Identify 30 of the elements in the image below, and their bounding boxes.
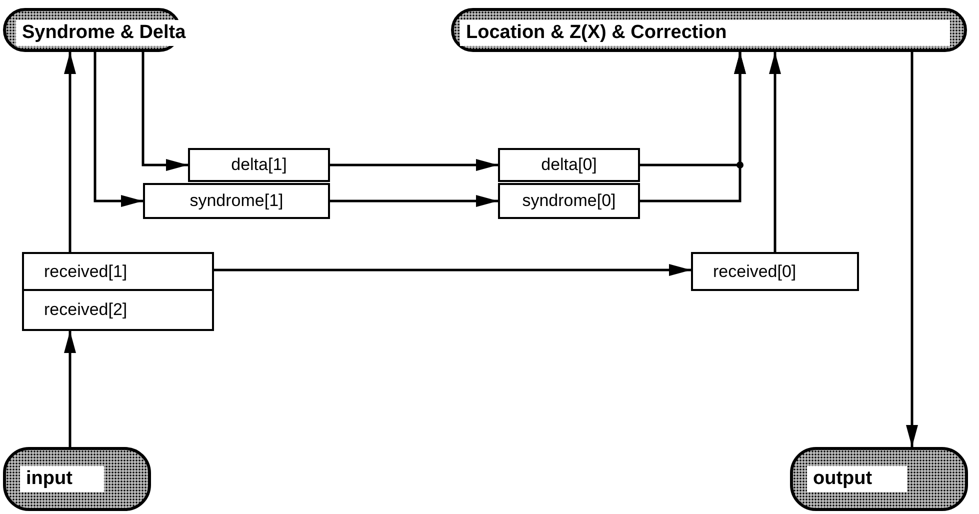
register-box	[22, 252, 214, 291]
node-label: Location & Z(X) & Correction	[460, 20, 950, 46]
arrow	[330, 159, 498, 171]
process-pill	[3, 447, 151, 511]
register-box	[22, 289, 214, 331]
node-label: received[1]	[44, 262, 128, 282]
node-label: received[2]	[44, 300, 128, 320]
arrow	[94, 52, 143, 207]
node-label: output	[807, 466, 907, 492]
arrow	[64, 52, 76, 252]
register-box	[498, 148, 640, 182]
node-label: syndrome[1]	[190, 191, 284, 211]
arrow	[906, 52, 918, 447]
arrow	[330, 195, 498, 207]
register-box	[691, 252, 859, 291]
process-pill	[790, 447, 968, 511]
node-label: syndrome[0]	[522, 191, 616, 211]
register-box	[498, 183, 640, 219]
node-label: delta[0]	[541, 155, 597, 175]
arrow	[214, 264, 691, 276]
register-box	[188, 148, 330, 182]
process-pill	[451, 8, 967, 52]
node-label: delta[1]	[231, 155, 287, 175]
arrow	[769, 52, 781, 252]
node-label: input	[20, 466, 104, 492]
node-label: received[0]	[713, 262, 796, 282]
arrow	[640, 52, 746, 202]
arrow	[64, 331, 76, 447]
register-box	[143, 183, 330, 219]
arrow	[142, 52, 188, 171]
